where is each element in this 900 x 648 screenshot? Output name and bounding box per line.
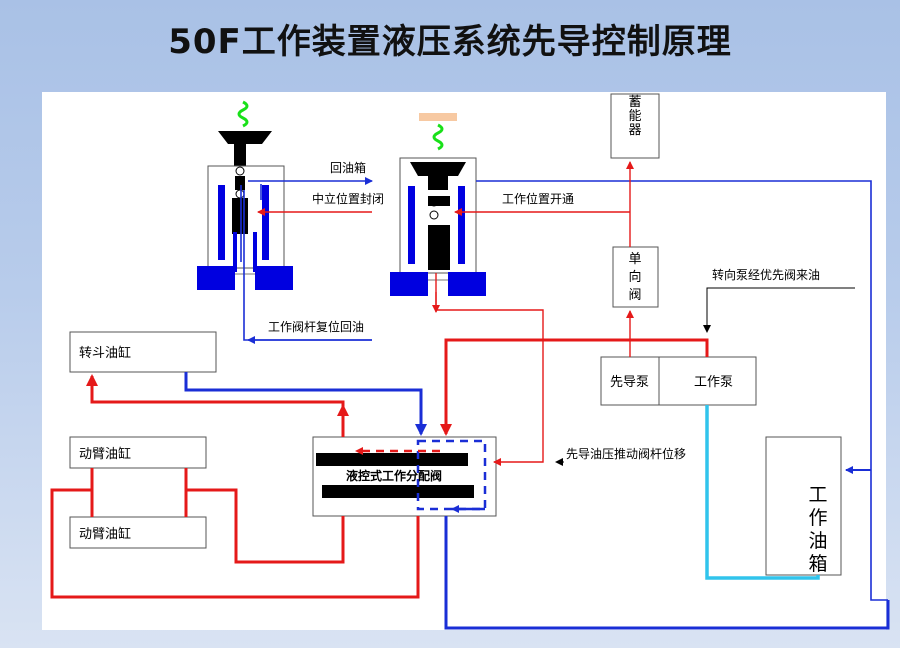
check-valve-label: 单向阀 <box>628 252 641 303</box>
spool-left <box>232 198 248 234</box>
steering-oil-pointer <box>703 287 855 333</box>
pilot-pump-label: 先导泵 <box>610 375 649 390</box>
work-pump-label: 工作泵 <box>694 375 733 390</box>
boom-cylinder-1-label: 动臂油缸 <box>79 446 131 462</box>
neutral-closed-label: 中立位置封闭 <box>312 191 384 206</box>
base-block-left-2 <box>255 266 293 290</box>
base-block-left-1 <box>197 266 235 290</box>
boom-cylinder-2-box <box>69 516 207 549</box>
base-block-right-2 <box>448 272 486 296</box>
suction-line <box>705 405 820 580</box>
pilot-push-label: 先导油压推动阀杆位移 <box>566 446 686 461</box>
boom-cylinder-2-label: 动臂油缸 <box>79 526 131 542</box>
work-tank-label: 工作油箱 <box>808 484 827 575</box>
accumulator-label: 蓄能器 <box>628 95 641 138</box>
pilot-handle-right <box>410 162 466 190</box>
return-lines <box>240 177 888 601</box>
pressure-lines <box>50 338 709 599</box>
bucket-cylinder-label: 转斗油缸 <box>79 345 131 361</box>
spool-reset-return-label: 工作阀杆复位回油 <box>268 319 364 334</box>
pilot-valve-neutral <box>197 100 293 290</box>
pilot-handle-left <box>218 131 272 154</box>
spring-icon <box>432 123 444 151</box>
base-block-right-1 <box>390 272 428 296</box>
boom-cylinder-1-box <box>69 436 207 469</box>
work-open-label: 工作位置开通 <box>502 191 574 206</box>
spool-right <box>428 225 450 270</box>
work-pump-box <box>658 356 757 406</box>
control-valve-label: 液控式工作分配阀 <box>346 468 442 483</box>
spring-icon <box>237 100 249 128</box>
page-title: 50F工作装置液压系统先导控制原理 <box>168 22 732 62</box>
accumulator-box <box>610 93 660 159</box>
bucket-cylinder-box <box>69 331 217 373</box>
pilot-lines <box>257 161 634 466</box>
press-pad <box>419 113 457 121</box>
pilot-valve-working <box>390 113 486 296</box>
return-lines-main <box>184 372 890 630</box>
work-tank-box <box>765 436 842 576</box>
check-valve-box <box>612 246 659 308</box>
return-tank-label: 回油箱 <box>330 160 366 175</box>
steering-pump-oil-label: 转向泵经优先阀来油 <box>712 267 820 282</box>
